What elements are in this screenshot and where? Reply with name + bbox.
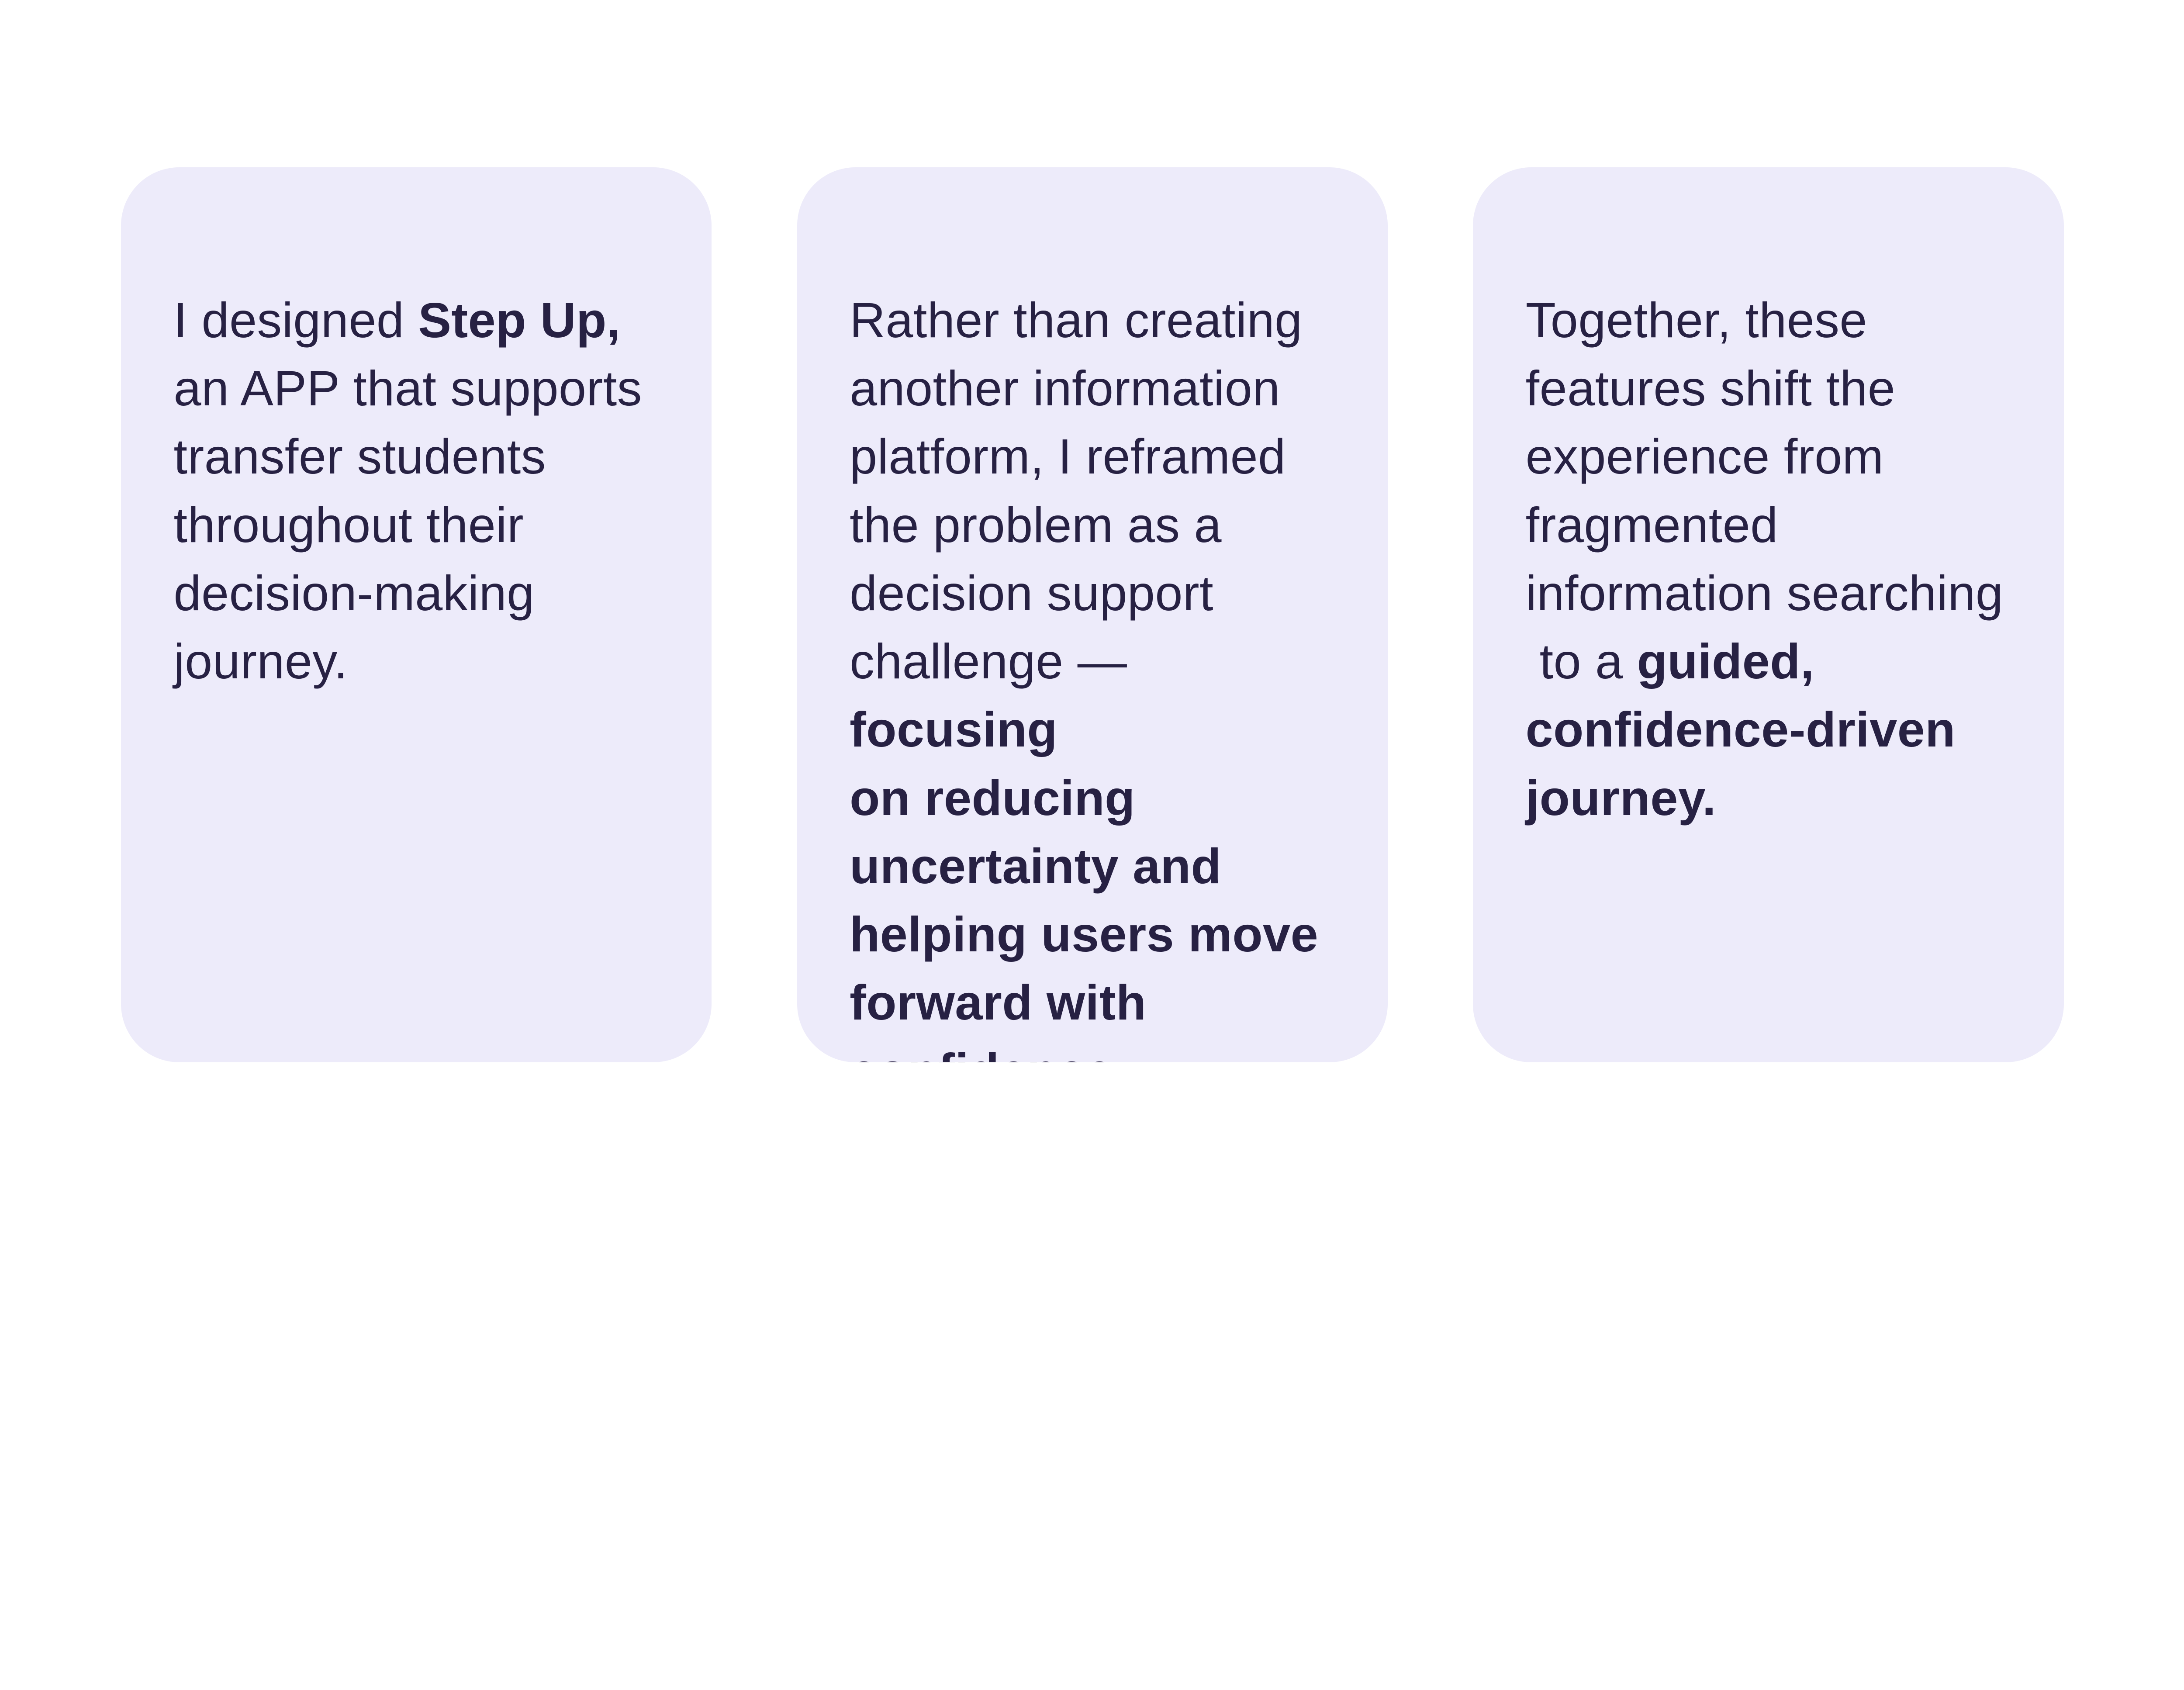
card-text-bold-segment: Step Up, xyxy=(418,292,621,348)
card-text-segment: an APP that supports transfer students t… xyxy=(173,361,642,690)
card-text-segment: Rather than creating another information… xyxy=(850,292,1303,690)
card-text-segment: I designed xyxy=(173,292,418,348)
card-experience-shift: Together, these features shift the exper… xyxy=(1473,167,2064,1063)
card-text: Rather than creating another information… xyxy=(850,287,1335,1062)
card-app-overview: I designed Step Up, an APP that supports… xyxy=(121,167,712,1063)
card-text-segment: Together, these features shift the exper… xyxy=(1525,292,2004,690)
card-text-bold-segment: focusing on reducing uncertainty and hel… xyxy=(850,702,1319,1062)
cards-row: I designed Step Up, an APP that supports… xyxy=(121,167,2064,1063)
card-text-bold-segment: guided, confidence-driven journey. xyxy=(1525,634,1956,826)
page-root: I designed Step Up, an APP that supports… xyxy=(121,167,2064,1063)
card-problem-reframing: Rather than creating another information… xyxy=(797,167,1388,1063)
card-text: Together, these features shift the exper… xyxy=(1526,287,2011,833)
card-text: I designed Step Up, an APP that supports… xyxy=(174,287,659,696)
